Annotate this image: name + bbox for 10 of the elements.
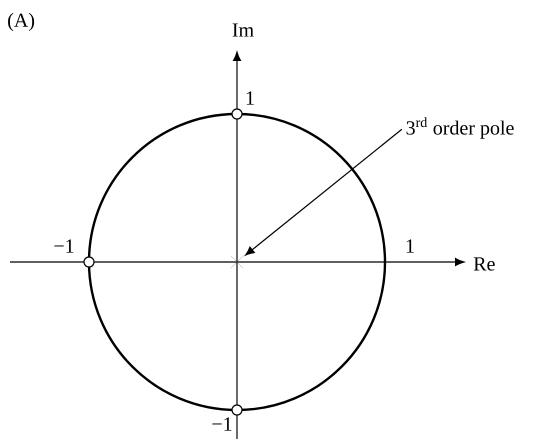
tick-label: −1	[212, 417, 232, 431]
tick-label: 1	[406, 239, 414, 253]
axis-label: Im	[232, 23, 254, 37]
axis-label: Re	[474, 257, 495, 271]
panel-label: (A)	[8, 12, 34, 32]
callout-text: 3$^{rd}$ order pole	[406, 117, 514, 139]
leader-arrow	[245, 128, 402, 256]
pole-marker	[230, 256, 244, 268]
tick-label: 1	[246, 91, 254, 105]
tick-label: −1	[54, 239, 74, 253]
